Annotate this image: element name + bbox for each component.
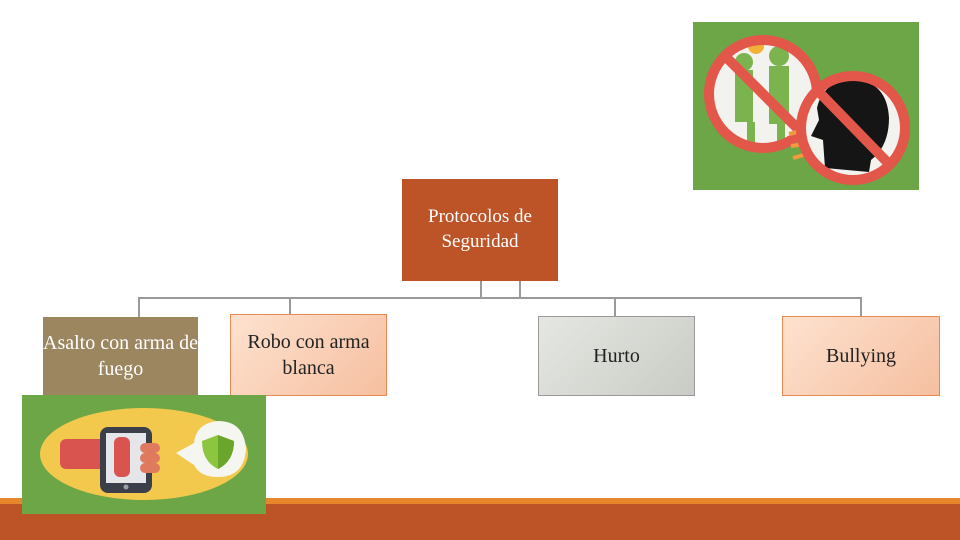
connector-root-stem-left bbox=[480, 281, 482, 298]
child-node-bullying-label: Bullying bbox=[826, 343, 896, 369]
child-node-asalto: Asalto con arma de fuego bbox=[43, 317, 198, 395]
root-node-label: Protocolos de Seguridad bbox=[402, 205, 558, 254]
child-node-robo-label: Robo con arma blanca bbox=[231, 329, 386, 381]
child-node-robo: Robo con arma blanca bbox=[230, 314, 387, 396]
child-node-hurto: Hurto bbox=[538, 316, 695, 396]
root-node: Protocolos de Seguridad bbox=[402, 179, 558, 281]
no-violence-no-bullying-icon bbox=[693, 22, 919, 190]
connector-root-stem-right bbox=[519, 281, 521, 298]
connector-drop-4 bbox=[860, 297, 862, 316]
connector-drop-1 bbox=[138, 297, 140, 317]
connector-horizontal bbox=[138, 297, 862, 299]
connector-drop-2 bbox=[289, 297, 291, 314]
child-node-asalto-label: Asalto con arma de fuego bbox=[43, 330, 198, 382]
phone-security-shield-icon bbox=[22, 395, 266, 514]
child-node-bullying: Bullying bbox=[782, 316, 940, 396]
connector-drop-3 bbox=[614, 297, 616, 316]
child-node-hurto-label: Hurto bbox=[593, 343, 640, 369]
